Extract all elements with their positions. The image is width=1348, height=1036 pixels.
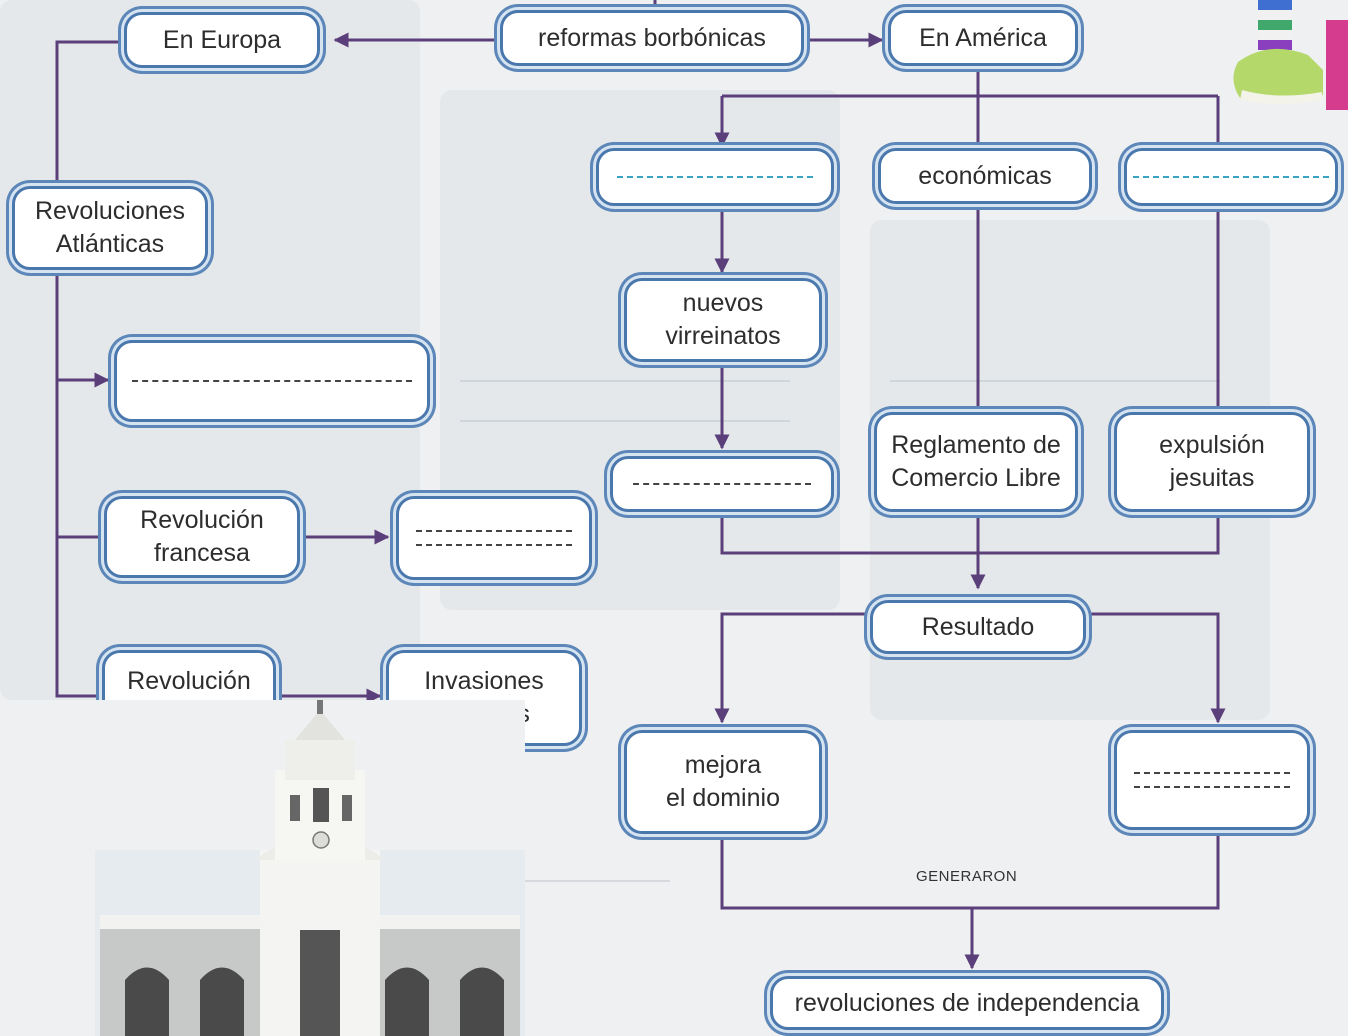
node-blank-politicas: [596, 148, 834, 206]
node-blank-religiosas: [1124, 148, 1338, 206]
node-blank-resultado: [1114, 730, 1310, 830]
blank-dash: [617, 176, 813, 178]
sneaker-photo: [1233, 0, 1348, 110]
node-blank-francesa: [396, 496, 592, 580]
node-mejora-el-dominio: mejora el dominio: [624, 730, 822, 834]
background-line: [460, 380, 790, 382]
node-reglamento-comercio-libre: Reglamento de Comercio Libre: [874, 412, 1078, 512]
node-expulsion-jesuitas: expulsión jesuitas: [1114, 412, 1310, 512]
blank-dash: [416, 530, 572, 532]
node-en-america: En América: [888, 10, 1078, 66]
blank-dash: [416, 544, 572, 546]
blank-dash: [633, 483, 811, 485]
node-revolucion-francesa: Revolución francesa: [104, 496, 300, 578]
node-reformas-borbonicas: reformas borbónicas: [500, 10, 804, 66]
blank-dash: [1133, 176, 1329, 178]
node-blank-virreinato: [610, 456, 834, 512]
node-resultado: Resultado: [870, 600, 1086, 654]
node-revoluciones-independencia: revoluciones de independencia: [770, 976, 1164, 1030]
node-blank-revolucion: [114, 340, 430, 422]
background-line: [460, 420, 790, 422]
blank-dash: [132, 380, 412, 382]
background-line: [890, 380, 1220, 382]
node-nuevos-virreinatos: nuevos virreinatos: [624, 278, 822, 362]
node-revoluciones-atlanticas: Revoluciones Atlánticas: [12, 186, 208, 270]
edge-label-generaron: GENERARON: [916, 868, 1018, 885]
node-en-europa: En Europa: [124, 12, 320, 68]
blank-dash: [1134, 772, 1290, 774]
cabildo-building-photo: [95, 700, 525, 1036]
node-economicas: económicas: [878, 148, 1092, 204]
blank-dash: [1134, 786, 1290, 788]
